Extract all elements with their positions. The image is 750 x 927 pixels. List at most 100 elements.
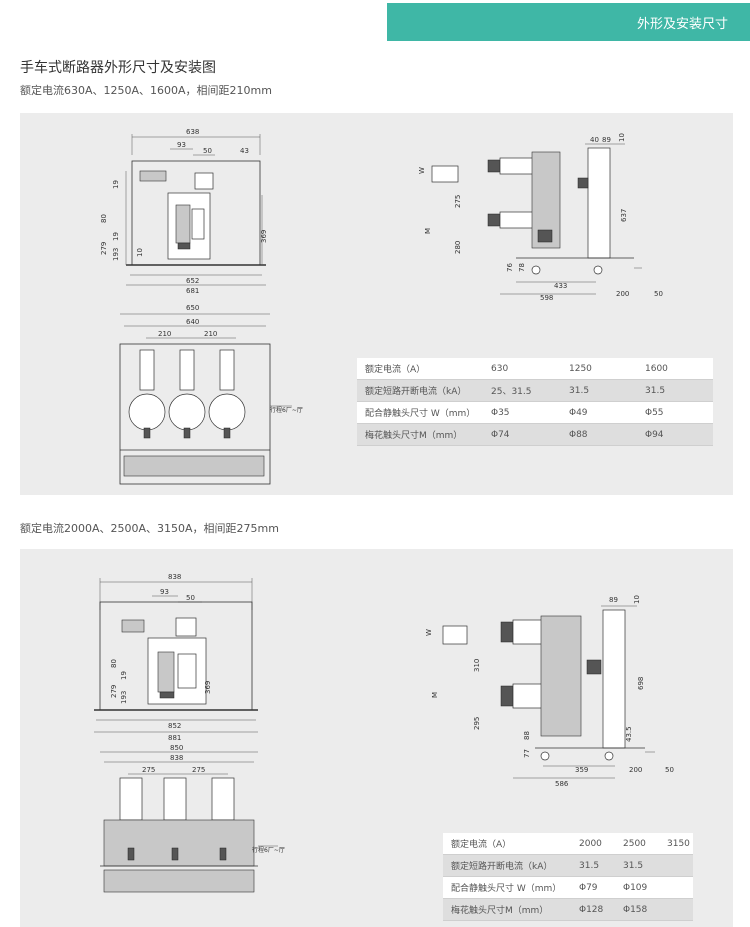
dim-label: 433 xyxy=(554,282,567,290)
dim-label: 88 xyxy=(523,731,531,740)
section1-subtitle: 额定电流630A、1250A、1600A，相间距210mm xyxy=(20,84,272,97)
dim-label: 637 xyxy=(620,209,628,222)
dim-label: 93 xyxy=(177,141,186,149)
section-banner: 外形及安装尺寸 xyxy=(387,3,750,41)
dim-label: 275 xyxy=(192,766,205,774)
dim-label: 698 xyxy=(637,677,645,690)
s1-side-view-drawing: 40 89 10 W 275 637 M 280 76 78 433 598 2… xyxy=(418,130,680,305)
dim-label: 10 xyxy=(136,248,144,257)
table-cell: Φ74 xyxy=(483,423,561,446)
table-cell xyxy=(659,898,693,921)
table-cell: 配合静触头尺寸 W（mm） xyxy=(443,876,571,899)
dim-label: 19 xyxy=(120,671,128,680)
dim-label: 838 xyxy=(168,573,181,581)
table-cell: 31.5 xyxy=(571,854,615,877)
table-cell: 3150 xyxy=(659,833,693,855)
table-cell: 额定电流（A） xyxy=(357,358,483,380)
dim-label: 50 xyxy=(654,290,663,298)
table-cell: Φ94 xyxy=(637,423,713,446)
table-cell: 额定短路开断电流（kA） xyxy=(357,379,483,402)
dim-label: 650 xyxy=(186,304,199,312)
dim-label: 200 xyxy=(616,290,629,298)
table-cell: Φ55 xyxy=(637,401,713,424)
table-cell: 1600 xyxy=(637,358,713,380)
s1-top-view-drawing: 650 640 210 210 行程6厂~厅 xyxy=(100,300,303,485)
dim-label: 80 xyxy=(100,214,108,223)
dim-label: W xyxy=(418,167,426,174)
table-cell: Φ88 xyxy=(561,423,637,446)
dim-label: 210 xyxy=(158,330,171,338)
table-cell: Φ35 xyxy=(483,401,561,424)
dim-label: 275 xyxy=(142,766,155,774)
table-cell: 31.5 xyxy=(637,379,713,402)
dim-label: 10 xyxy=(618,133,626,142)
dim-label: 193 xyxy=(112,248,120,261)
table-cell: 31.5 xyxy=(561,379,637,402)
table-cell: Φ79 xyxy=(571,876,615,899)
dim-label: 78 xyxy=(518,263,526,272)
dim-label: 275 xyxy=(454,195,462,208)
table-cell: 25、31.5 xyxy=(483,379,561,402)
table-cell xyxy=(659,854,693,877)
dim-label: 行程6厂~厅 xyxy=(252,846,285,854)
dim-label: 279 xyxy=(100,242,108,255)
section2-subtitle: 额定电流2000A、2500A、3150A，相间距275mm xyxy=(20,522,279,535)
dim-label: 279 xyxy=(110,685,118,698)
dim-label: 838 xyxy=(170,754,183,762)
table-cell: 梅花触头尺寸M（mm） xyxy=(443,898,571,921)
dim-label: 43.5 xyxy=(625,726,633,742)
s1-front-view-drawing: 638 93 50 43 19 80 19 279 193 10 369 652… xyxy=(100,125,300,305)
page-heading: 手车式断路器外形尺寸及安装图 xyxy=(20,60,216,76)
table-cell xyxy=(659,876,693,899)
dim-label: 50 xyxy=(186,594,195,602)
dim-label: 881 xyxy=(168,734,181,742)
dim-label: 89 xyxy=(609,596,618,604)
dim-label: M xyxy=(431,692,439,698)
dim-label: 681 xyxy=(186,287,199,295)
dim-label: 19 xyxy=(112,232,120,241)
s2-top-view-drawing: 850 838 275 275 行程6厂~厅 xyxy=(82,742,302,912)
table-cell: 额定短路开断电流（kA） xyxy=(443,854,571,877)
dim-label: 652 xyxy=(186,277,199,285)
dim-label: 369 xyxy=(204,681,212,694)
s2-side-view-drawing: 89 10 W 310 698 M 295 88 77 43.5 359 586… xyxy=(425,590,685,790)
dim-label: 586 xyxy=(555,780,569,788)
dim-label: 598 xyxy=(540,294,553,302)
dim-label: 76 xyxy=(506,263,514,272)
dim-label: 行程6厂~厅 xyxy=(270,406,303,414)
table-cell: 630 xyxy=(483,358,561,380)
dim-label: 50 xyxy=(203,147,212,155)
dim-label: 369 xyxy=(260,230,268,243)
dim-label: 77 xyxy=(523,749,531,758)
table-cell: Φ128 xyxy=(571,898,615,921)
table-cell: 梅花触头尺寸M（mm） xyxy=(357,423,483,446)
dim-label: W xyxy=(425,629,433,636)
dim-label: 93 xyxy=(160,588,169,596)
table-cell: 31.5 xyxy=(615,854,659,877)
dim-label: 50 xyxy=(665,766,674,774)
banner-label: 外形及安装尺寸 xyxy=(636,16,728,32)
dim-label: 359 xyxy=(575,766,588,774)
dim-label: 295 xyxy=(473,717,481,730)
dim-label: 80 xyxy=(110,659,118,668)
dim-label: 310 xyxy=(473,659,481,672)
dim-label: 210 xyxy=(204,330,217,338)
table-cell: 1250 xyxy=(561,358,637,380)
dim-label: 10 xyxy=(633,595,641,604)
dim-label: 850 xyxy=(170,744,183,752)
dim-label: 19 xyxy=(112,180,120,189)
dim-label: 852 xyxy=(168,722,181,730)
dim-label: 638 xyxy=(186,128,199,136)
table-cell: 配合静触头尺寸 W（mm） xyxy=(357,401,483,424)
table-cell: Φ109 xyxy=(615,876,659,899)
